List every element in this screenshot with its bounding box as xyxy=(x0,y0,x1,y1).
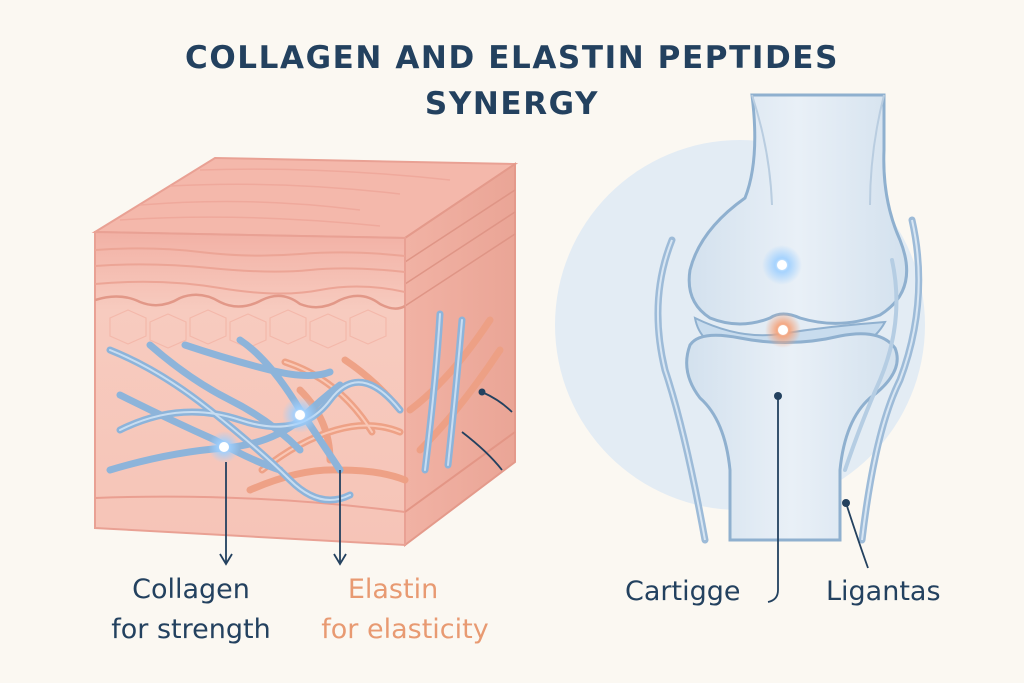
ligament-pointer xyxy=(842,499,869,569)
elastin-sublabel: for elasticity xyxy=(321,614,489,645)
cartilage-label: Cartigge xyxy=(625,576,741,607)
knee-joint xyxy=(555,93,925,603)
tibia-bone xyxy=(685,332,899,542)
ligament-label: Ligantas xyxy=(826,576,941,607)
elastin-pointer-arrow xyxy=(333,470,347,566)
collagen-label: Collagen xyxy=(132,574,250,605)
collagen-pointer-arrow xyxy=(219,462,233,566)
skin-block xyxy=(91,156,519,548)
collagen-sublabel: for strength xyxy=(111,614,271,645)
diagram-title-line-1: COLLAGEN AND ELASTIN PEPTIDES xyxy=(184,40,840,76)
diagram-title-line-2: SYNERGY xyxy=(424,86,600,122)
elastin-label: Elastin xyxy=(347,574,439,605)
dermis-boundary xyxy=(95,293,405,310)
cartilage-pointer xyxy=(767,392,782,603)
